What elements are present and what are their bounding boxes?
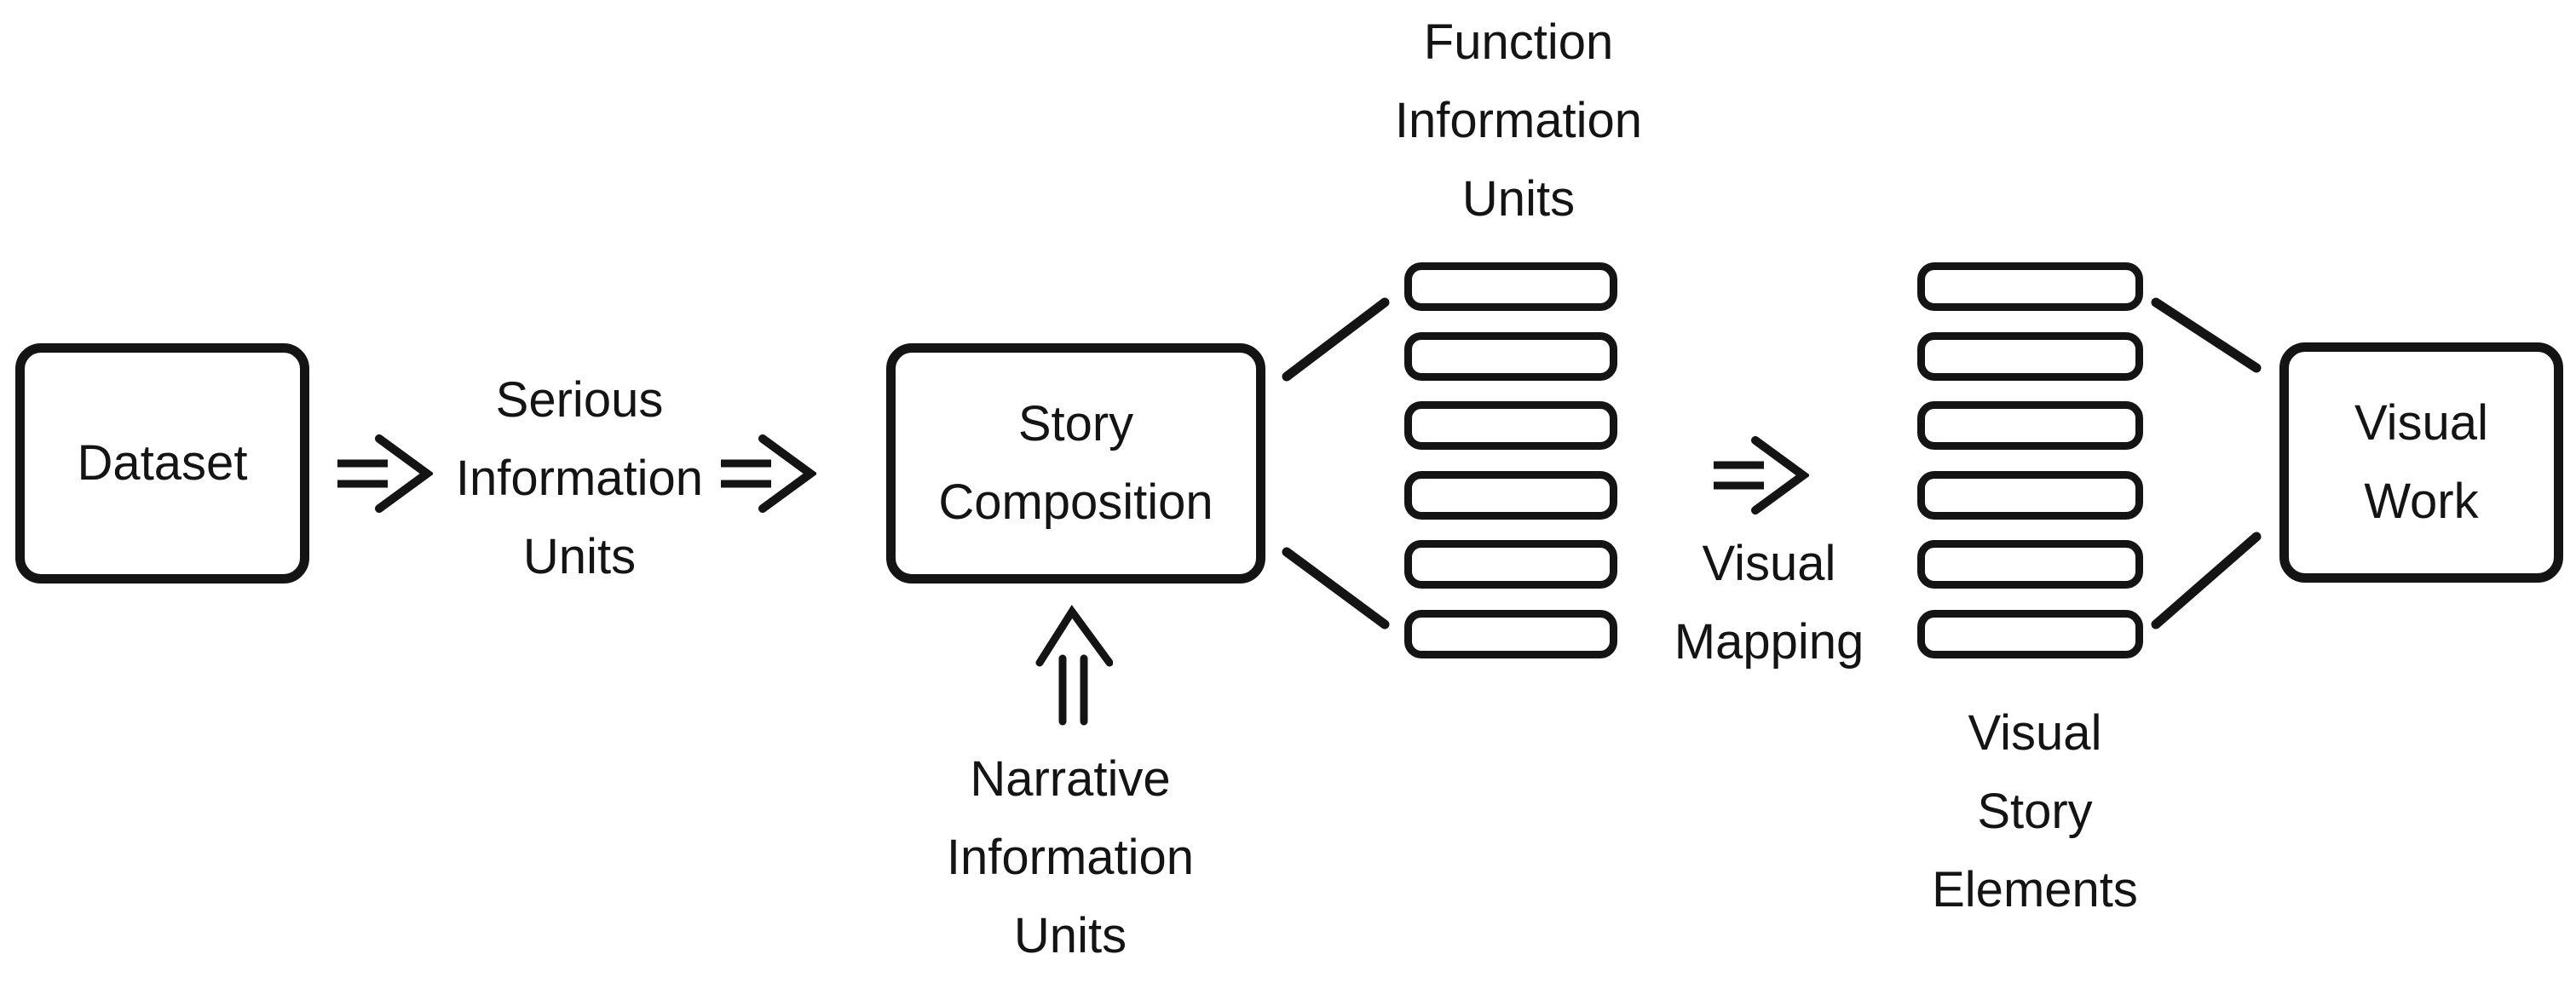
function-information-units-stack bbox=[1404, 262, 1617, 658]
unit-box bbox=[1917, 331, 2143, 381]
narrative-information-units-label: Narrative Information Units bbox=[946, 751, 1195, 963]
unit-box bbox=[1917, 401, 2143, 450]
serious-information-units-label: Serious Information Units bbox=[455, 372, 704, 584]
visual-mapping-label: Visual Mapping bbox=[1674, 536, 1864, 670]
dataset-node: Dataset bbox=[15, 343, 309, 583]
unit-box bbox=[1404, 470, 1617, 520]
story-composition-node: Story Composition bbox=[886, 343, 1265, 583]
unit-box bbox=[1917, 540, 2143, 589]
connector-line bbox=[2151, 297, 2262, 373]
double-arrow-up-icon bbox=[1035, 605, 1113, 726]
unit-box bbox=[1404, 401, 1617, 450]
visual-story-elements-label: Visual Story Elements bbox=[1932, 705, 2138, 917]
unit-box bbox=[1917, 262, 2143, 311]
unit-box bbox=[1404, 540, 1617, 589]
double-arrow-right-icon bbox=[721, 434, 816, 513]
double-arrow-right-icon bbox=[1714, 436, 1809, 514]
double-arrow-right-icon bbox=[337, 434, 433, 513]
unit-box bbox=[1404, 609, 1617, 658]
function-information-units-label: Function Information Units bbox=[1394, 14, 1643, 227]
visual-story-elements-stack bbox=[1917, 262, 2143, 658]
connector-line bbox=[1282, 297, 1390, 382]
visual-work-node: Visual Work bbox=[2279, 342, 2563, 583]
unit-box bbox=[1917, 470, 2143, 520]
unit-box bbox=[1917, 609, 2143, 658]
unit-box bbox=[1404, 331, 1617, 381]
connector-line bbox=[2151, 532, 2262, 629]
unit-box bbox=[1404, 262, 1617, 311]
connector-line bbox=[1282, 547, 1390, 629]
